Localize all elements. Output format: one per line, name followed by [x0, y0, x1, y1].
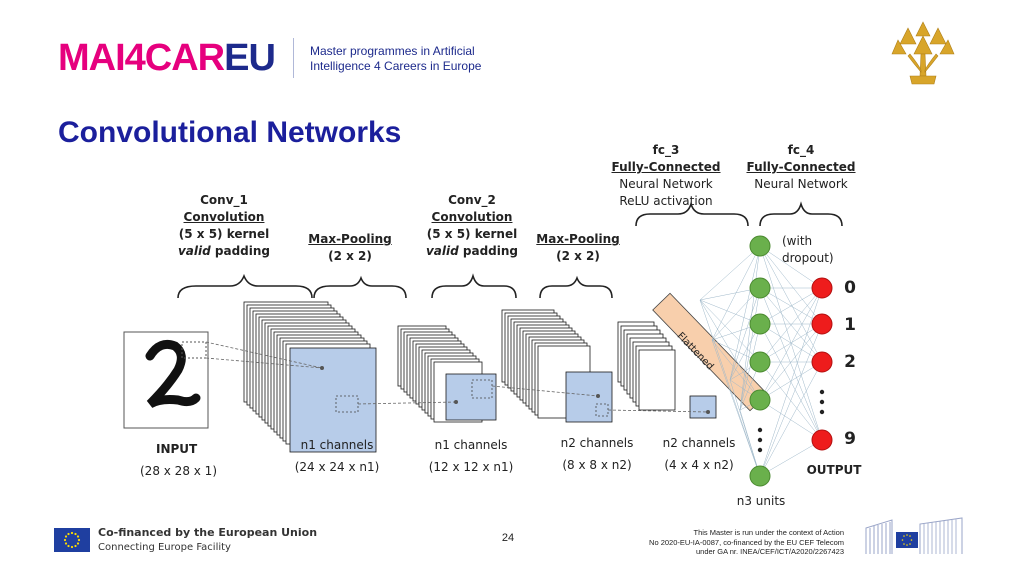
- conv1-kernel: (5 x 5) kernel: [178, 227, 270, 241]
- output-label-9: 9: [844, 429, 856, 449]
- stage1-dims: (24 x 24 x n1): [294, 460, 380, 474]
- dropout-note: (with dropout): [782, 233, 842, 267]
- conv2-kernel: (5 x 5) kernel: [426, 227, 518, 241]
- input-label: INPUT: [156, 442, 198, 456]
- input-image: [123, 331, 209, 429]
- tagline-line2: Intelligence 4 Careers in Europe: [310, 59, 482, 73]
- hidden-node: [749, 389, 771, 411]
- logo-text-secondary: EU: [224, 37, 276, 79]
- eu-cofinanced-text: Co-financed by the European Union: [98, 526, 318, 539]
- output-node: [811, 351, 833, 373]
- conv2-name: Conv_2: [448, 193, 496, 207]
- feature-maps-stage2: [397, 325, 497, 423]
- conv2-label: Conv_2 Convolution (5 x 5) kernel valid …: [422, 192, 522, 260]
- ack-line3: under GA nr. INEA/CEF/ICT/A2020/2267423: [695, 547, 844, 556]
- stage2-label: n1 channels: [434, 438, 508, 452]
- output-ellipsis-icon: [819, 389, 825, 415]
- pool1-size: (2 x 2): [328, 249, 372, 263]
- pool1-label: Max-Pooling (2 x 2): [302, 231, 398, 265]
- input-dims: (28 x 28 x 1): [140, 464, 217, 478]
- logo-divider: [293, 38, 294, 78]
- output-title: OUTPUT: [806, 463, 862, 477]
- output-label-0: 0: [844, 278, 856, 298]
- stage3-caption: n2 channels (8 x 8 x n2): [542, 432, 652, 476]
- hidden-ellipsis-icon: [757, 427, 763, 453]
- feature-maps-stage4: [617, 321, 717, 419]
- conv2-type: Convolution: [431, 210, 513, 224]
- university-emblem-icon: [891, 21, 955, 85]
- fc3-name: fc_3: [652, 143, 680, 157]
- feature-maps-stage1: [243, 301, 377, 453]
- fc4-label: fc_4 Fully-Connected Neural Network: [746, 142, 856, 193]
- stage3-dims: (8 x 8 x n2): [562, 458, 632, 472]
- pool2-name: Max-Pooling: [536, 232, 620, 246]
- output-label-2: 2: [844, 352, 856, 372]
- n3-units-label: n3 units: [736, 494, 786, 508]
- output-nodes: [811, 277, 833, 451]
- stage3-label: n2 channels: [560, 436, 634, 450]
- acknowledgement: This Master is run under the context of …: [600, 528, 844, 557]
- eu-flag-icon: [54, 528, 90, 552]
- hidden-node: [749, 235, 771, 257]
- eu-commission-logo-icon: [865, 517, 963, 554]
- page-number: 24: [501, 532, 515, 544]
- fc3-label: fc_3 Fully-Connected Neural Network ReLU…: [610, 142, 722, 210]
- fc3-line1: Neural Network: [619, 177, 713, 191]
- fc-connections: [699, 245, 823, 477]
- stage4-caption: n2 channels (4 x 4 x n2): [644, 432, 754, 476]
- stage4-label: n2 channels: [662, 436, 736, 450]
- dropout-line2: dropout): [782, 251, 834, 265]
- hidden-node: [749, 465, 771, 487]
- fc3-type: Fully-Connected: [611, 160, 721, 174]
- input-caption: INPUT (28 x 28 x 1): [126, 438, 226, 482]
- fc3-line2: ReLU activation: [619, 194, 713, 208]
- conv2-padding: padding: [458, 244, 519, 258]
- tagline-line1: Master programmes in Artificial: [310, 44, 475, 58]
- fc4-line1: Neural Network: [754, 177, 848, 191]
- conv1-padding: padding: [210, 244, 271, 258]
- hidden-node: [749, 351, 771, 373]
- pool2-size: (2 x 2): [556, 249, 600, 263]
- conv1-label: Conv_1 Convolution (5 x 5) kernel valid …: [174, 192, 274, 260]
- stage4-dims: (4 x 4 x n2): [664, 458, 734, 472]
- output-node: [811, 277, 833, 299]
- dropout-line1: (with: [782, 234, 813, 248]
- cef-text: Connecting Europe Facility: [98, 542, 231, 553]
- fc4-name: fc_4: [787, 143, 815, 157]
- stage2-caption: n1 channels (12 x 12 x n1): [416, 434, 526, 478]
- stage1-caption: n1 channels (24 x 24 x n1): [282, 434, 392, 478]
- fc4-type: Fully-Connected: [746, 160, 856, 174]
- conv1-padding-em: valid: [177, 244, 211, 258]
- output-node: [811, 313, 833, 335]
- stage1-label: n1 channels: [300, 438, 374, 452]
- pool2-label: Max-Pooling (2 x 2): [530, 231, 626, 265]
- slide-title: Convolutional Networks: [58, 116, 402, 149]
- conv1-name: Conv_1: [200, 193, 248, 207]
- ack-line1: This Master is run under the context of …: [693, 528, 845, 537]
- conv2-padding-em: valid: [425, 244, 459, 258]
- tagline: Master programmes in Artificial Intellig…: [310, 44, 530, 74]
- output-label-1: 1: [844, 315, 856, 335]
- hidden-node: [749, 313, 771, 335]
- hidden-node: [749, 277, 771, 299]
- ack-line2: No 2020-EU-IA-0087, co-financed by the E…: [649, 537, 844, 547]
- layer-braces: [177, 201, 843, 299]
- feature-maps-stage3: [501, 309, 613, 423]
- logo-text-primary: MAI4CAR: [58, 37, 225, 79]
- pool1-name: Max-Pooling: [308, 232, 392, 246]
- stage2-dims: (12 x 12 x n1): [428, 460, 514, 474]
- mai4careu-logo: MAI4CAREU: [58, 37, 276, 79]
- conv1-type: Convolution: [183, 210, 265, 224]
- output-node: [811, 429, 833, 451]
- hidden-nodes: [749, 235, 771, 487]
